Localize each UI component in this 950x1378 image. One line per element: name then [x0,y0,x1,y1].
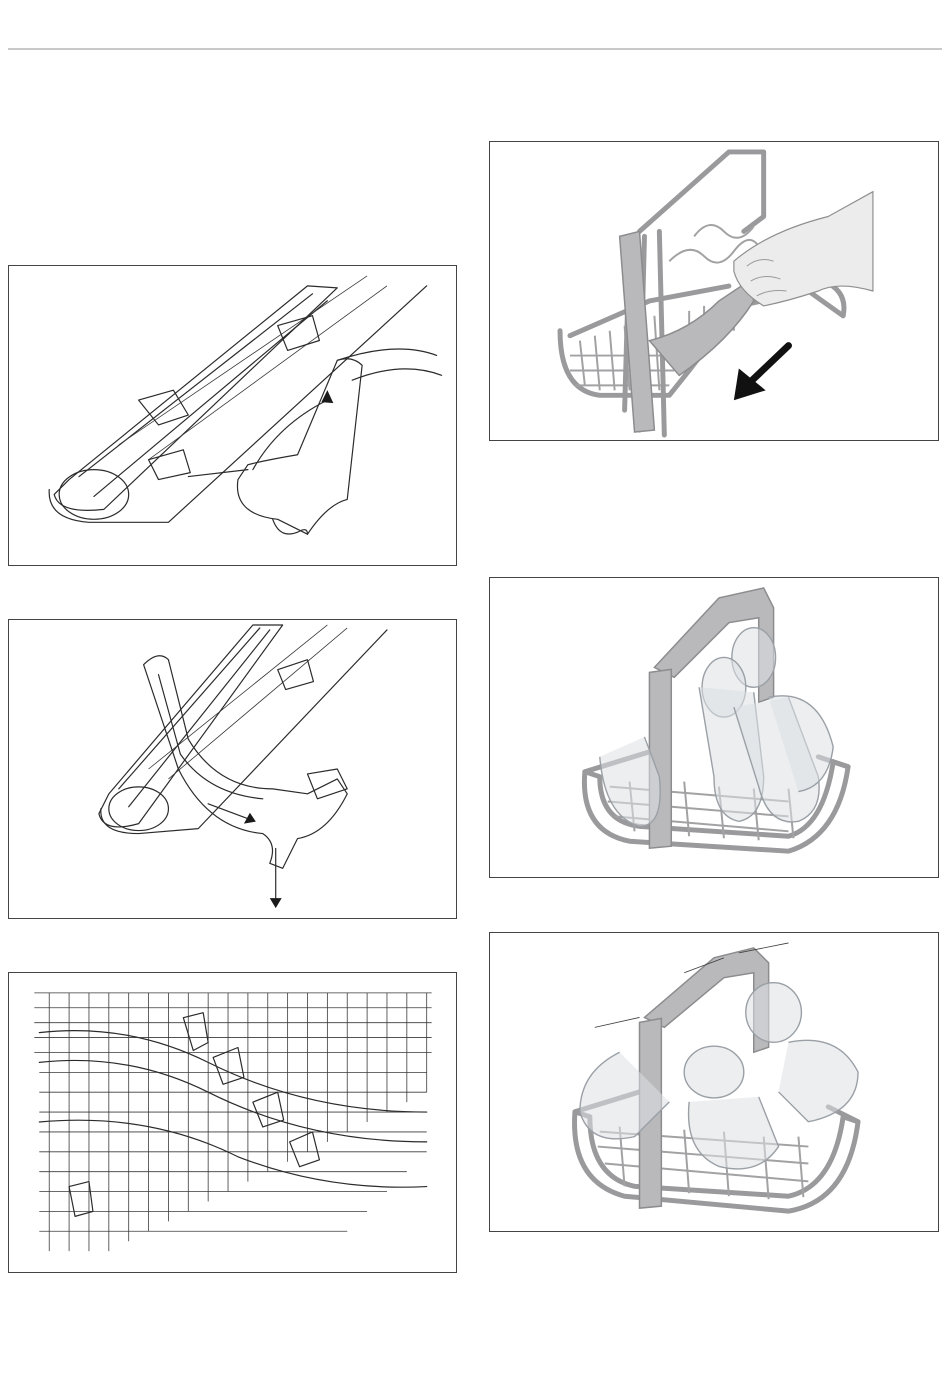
figure-rack-clips [8,972,457,1273]
figure-basket-glasses-tilted [489,932,939,1232]
figure-hinge-attach [8,265,457,566]
header-rule [8,48,942,50]
glass-tilted-5 [689,1097,779,1169]
glass-tilted-1 [746,983,802,1043]
basket-slide-photo [490,142,938,440]
basket-glasses-tilted-photo [490,933,938,1231]
hinge-release-drawing [9,620,456,918]
release-arrow-head [270,898,282,908]
glass-tilted-2 [684,1046,744,1098]
basket-glasses-upright-photo [490,578,938,877]
figure-basket-slide [489,141,939,441]
attach-arrow-head [321,390,333,403]
glass-tilted-4 [779,1040,858,1121]
rack-clips-drawing [9,973,456,1272]
hinge-attach-drawing [9,266,456,565]
hand-image [734,192,873,306]
figure-basket-glasses-upright [489,577,939,878]
attach-arrow-line [188,470,248,477]
figure-hinge-release [8,619,457,919]
pull-arrow-shaft [747,346,789,386]
